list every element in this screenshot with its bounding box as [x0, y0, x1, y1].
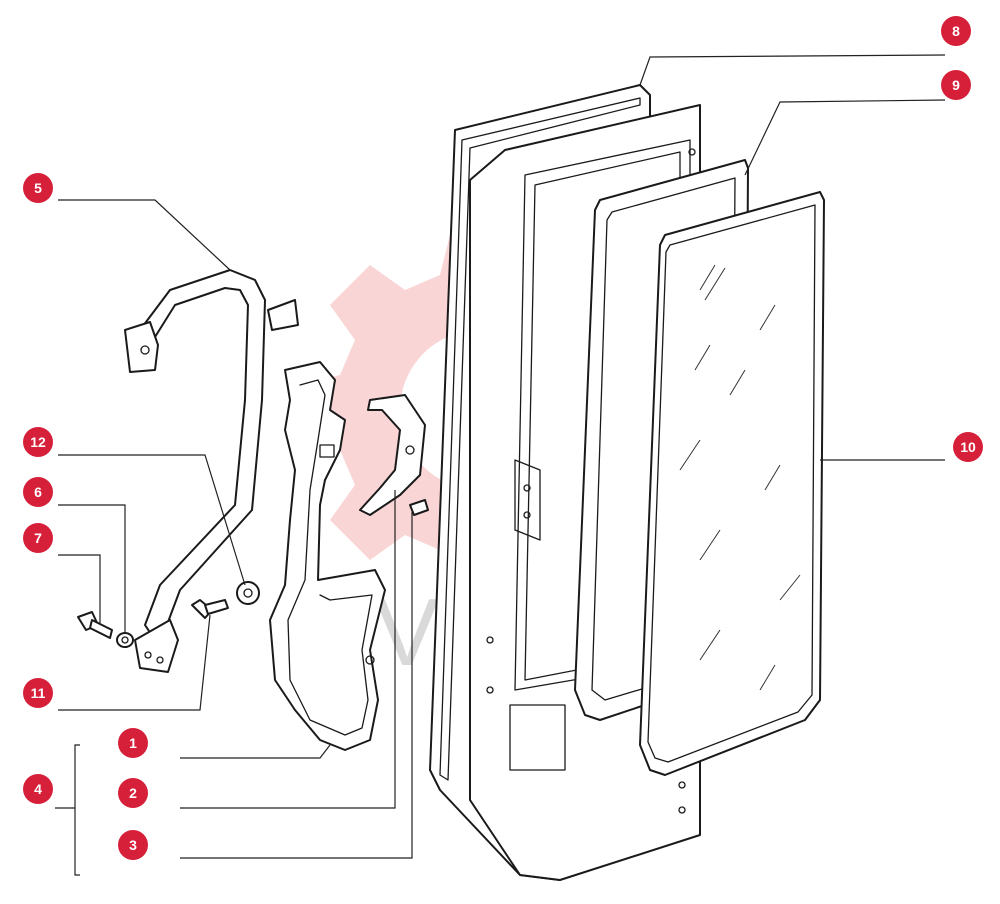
callout-11-label: 11: [31, 685, 46, 701]
callout-4: 4: [23, 774, 53, 804]
stud: [191, 599, 229, 619]
screw: [409, 499, 429, 516]
callout-10-label: 10: [960, 439, 976, 455]
leader-lines: [55, 54, 946, 876]
callout-2-label: 2: [129, 785, 137, 801]
callout-9: 9: [941, 70, 971, 100]
callout-11: 11: [23, 678, 53, 708]
small-bracket: [359, 394, 426, 516]
callout-8: 8: [941, 16, 971, 46]
callout-9-label: 9: [952, 77, 960, 93]
callout-1: 1: [118, 728, 148, 758]
callout-3-label: 3: [129, 837, 137, 853]
callout-7-label: 7: [34, 530, 42, 546]
callout-7: 7: [23, 523, 53, 553]
callout-12-label: 12: [30, 434, 46, 450]
lock-bracket: [269, 361, 386, 751]
callout-6: 6: [23, 477, 53, 507]
washer: [116, 632, 134, 648]
callout-8-label: 8: [952, 23, 960, 39]
door-handle: [124, 269, 299, 673]
callout-3: 3: [118, 830, 148, 860]
grommet: [236, 581, 260, 605]
glass-pane: [639, 191, 825, 776]
callout-2: 2: [118, 778, 148, 808]
callout-4-label: 4: [34, 781, 42, 797]
callout-6-label: 6: [34, 484, 42, 500]
bolt: [77, 611, 113, 639]
callout-5-label: 5: [34, 180, 42, 196]
callout-5: 5: [23, 173, 53, 203]
callout-10: 10: [953, 432, 983, 462]
callout-12: 12: [23, 427, 53, 457]
callout-1-label: 1: [129, 735, 137, 751]
